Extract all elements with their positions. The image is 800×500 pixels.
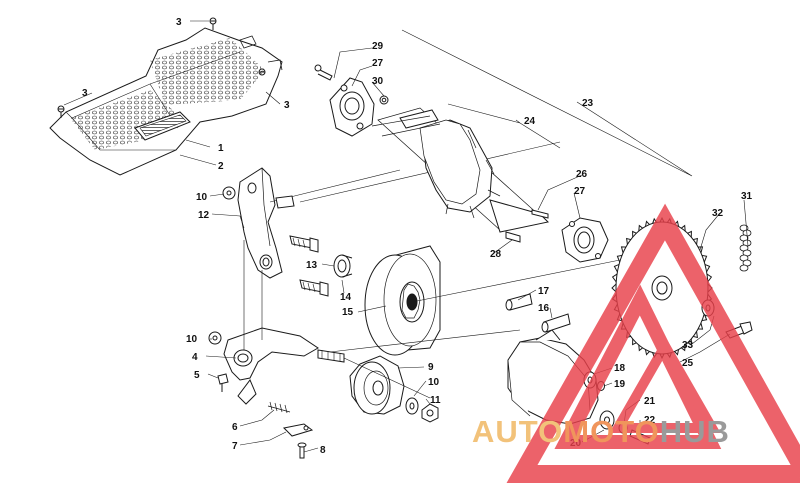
- idler-bolt: [317, 349, 345, 363]
- grease-fitting: [217, 373, 229, 392]
- cover-screw: [57, 105, 65, 118]
- callout-3: 3: [284, 100, 290, 111]
- callout-22: 22: [644, 415, 656, 426]
- callout-8: 8: [320, 445, 326, 456]
- callout-25: 25: [682, 358, 694, 369]
- brand-part-auto: AUTO: [472, 414, 564, 449]
- bolt: [289, 235, 319, 253]
- lower-bracket: [223, 327, 319, 405]
- bolt: [299, 279, 329, 297]
- callout-5: 5: [194, 370, 200, 381]
- brand-part-moto: MOTO: [563, 414, 660, 449]
- cover-screw: [209, 17, 217, 30]
- cover-screw: [258, 68, 266, 76]
- callout-10: 10: [428, 377, 440, 388]
- drive-drum: [364, 245, 441, 356]
- callout-23: 23: [582, 98, 594, 109]
- callout-30: 30: [372, 76, 384, 87]
- rotor-assembly: [377, 107, 550, 233]
- callout-27: 27: [372, 58, 384, 69]
- screw: [314, 64, 333, 81]
- roller-pin: [505, 293, 533, 311]
- chain-link: [739, 264, 749, 272]
- callout-21: 21: [644, 396, 656, 407]
- callout-1: 1: [218, 143, 224, 154]
- chain: [739, 224, 752, 272]
- callout-18: 18: [614, 363, 626, 374]
- roller-pin: [541, 313, 571, 333]
- washer: [222, 186, 236, 200]
- callout-33: 33: [682, 340, 694, 351]
- callout-26: 26: [576, 169, 588, 180]
- callout-32: 32: [712, 208, 724, 219]
- callout-2: 2: [218, 161, 224, 172]
- callout-14: 14: [340, 292, 352, 303]
- callout-19: 19: [614, 379, 626, 390]
- chain-case-housing: [507, 329, 599, 425]
- callout-10: 10: [186, 334, 198, 345]
- washer: [405, 397, 419, 415]
- callout-7: 7: [232, 441, 238, 452]
- callout-12: 12: [198, 210, 210, 221]
- shaft-key: [531, 209, 549, 219]
- spring: [267, 401, 291, 414]
- rivet: [297, 442, 307, 459]
- callout-15: 15: [342, 307, 354, 318]
- callout-17: 17: [538, 286, 550, 297]
- nut: [379, 95, 389, 105]
- dowel-pin: [505, 231, 521, 243]
- callout-9: 9: [428, 362, 434, 373]
- callout-4: 4: [192, 352, 198, 363]
- washer: [599, 410, 615, 430]
- callout-3: 3: [82, 88, 88, 99]
- watermark-brand-text: AUTOMOTOHUB: [472, 414, 730, 450]
- nut: [421, 403, 439, 423]
- triangle-logo-icon: [506, 203, 800, 483]
- callout-3: 3: [176, 17, 182, 28]
- bearing-flange-right: [561, 217, 609, 263]
- callout-6: 6: [232, 422, 238, 433]
- callout-11: 11: [430, 395, 441, 406]
- callout-labels: 3 3 3 1 2 29 27 30 23 24 26 27 28 31 32 …: [82, 17, 753, 456]
- brand-part-hub: HUB: [659, 414, 730, 449]
- callout-13: 13: [306, 260, 318, 271]
- callout-28: 28: [490, 249, 502, 260]
- washer: [208, 331, 222, 345]
- bushing: [333, 254, 353, 278]
- callout-27: 27: [574, 186, 586, 197]
- perforated-cover-plate: [49, 27, 283, 176]
- callout-24: 24: [524, 116, 536, 127]
- idler-pulley: [349, 355, 405, 415]
- callout-29: 29: [372, 41, 384, 52]
- tension-plate: [282, 423, 314, 437]
- callout-31: 31: [741, 191, 753, 202]
- mounting-bracket: [237, 167, 283, 279]
- callout-16: 16: [538, 303, 550, 314]
- bearing-flange-top: [329, 77, 375, 137]
- callout-10: 10: [196, 192, 208, 203]
